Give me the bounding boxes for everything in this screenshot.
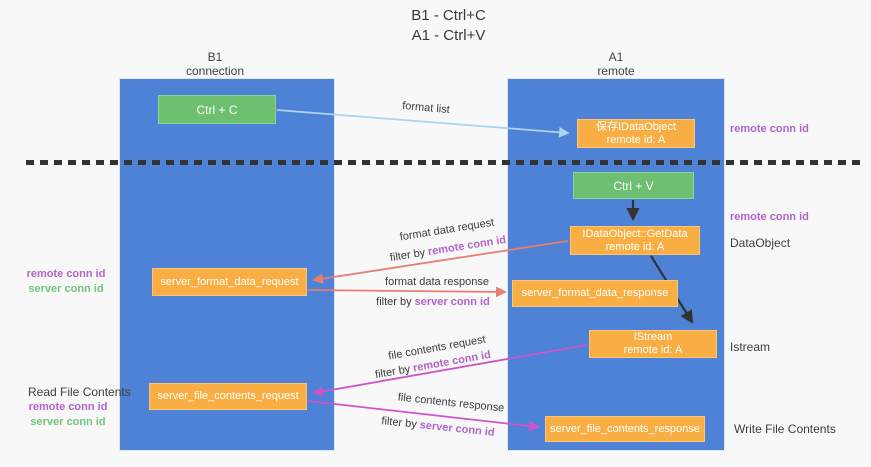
page-title-line1: B1 - Ctrl+C — [411, 7, 486, 24]
label-remote-conn-id-top: remote conn id — [730, 123, 809, 135]
lifeline-header-b1: B1 connection — [165, 50, 265, 78]
filter-by-text: filter by — [380, 415, 418, 431]
left-conn-id-group-1: remote conn id server conn id — [18, 267, 114, 297]
filter-by-text: filter by — [376, 296, 412, 308]
node-getdata-line2: remote id: A — [605, 240, 665, 253]
label-read-file-contents: Read File Contents — [28, 385, 131, 399]
node-ctrl-c-label: Ctrl + C — [196, 102, 238, 117]
label-left-remote-conn-2: remote conn id — [28, 401, 108, 413]
label-remote-conn-id-mid: remote conn id — [730, 211, 809, 223]
filter-by-text: filter by — [374, 363, 412, 382]
node-save-dataobject-line1: 保存IDataObject — [595, 120, 677, 133]
node-server-format-data-response: server_format_data_response — [512, 280, 678, 307]
filter-by-text: filter by — [389, 246, 427, 265]
node-server-file-contents-response: server_file_contents_response — [545, 416, 705, 442]
arrow-format-data-response — [307, 286, 507, 298]
node-server-file-contents-request: server_file_contents_request — [149, 383, 307, 410]
label-left-server-conn-1: server conn id — [28, 283, 104, 295]
lifeline-a1-role: remote — [597, 64, 635, 78]
node-file-response-label: server_file_contents_response — [550, 422, 700, 435]
node-ctrl-v: Ctrl + V — [573, 172, 694, 199]
page-title: B1 - Ctrl+C A1 - Ctrl+V — [13, 6, 871, 46]
node-file-request-label: server_file_contents_request — [157, 390, 299, 402]
label-left-server-conn-2: server conn id — [30, 416, 106, 428]
page-title-line2: A1 - Ctrl+V — [411, 27, 486, 44]
label-istream: Istream — [730, 340, 771, 354]
label-format-data-response: format data response — [385, 276, 489, 288]
label-left-remote-conn-1: remote conn id — [26, 268, 106, 280]
server-conn-id-text: server conn id — [419, 419, 496, 439]
server-conn-id-text: server conn id — [414, 296, 490, 308]
node-idataobject-getdata: IDataObject::GetData remote id: A — [570, 226, 700, 255]
remote-conn-id-text: remote conn id — [427, 233, 507, 259]
node-ctrl-v-label: Ctrl + V — [613, 178, 654, 193]
lifeline-header-a1: A1 remote — [566, 50, 666, 78]
node-format-response-label: server_format_data_response — [521, 287, 669, 299]
node-ctrl-c: Ctrl + C — [158, 95, 276, 124]
node-istream: IStream remote id: A — [589, 330, 717, 358]
node-save-dataobject: 保存IDataObject remote id: A — [577, 119, 695, 148]
lifeline-a1-name: A1 — [608, 50, 624, 64]
dashed-separator-line — [26, 160, 864, 165]
node-getdata-line1: IDataObject::GetData — [582, 227, 688, 240]
left-conn-id-group-2: remote conn id server conn id — [20, 400, 116, 430]
lifeline-b1-role: connection — [185, 64, 245, 78]
node-format-request-label: server_format_data_request — [160, 275, 299, 288]
label-dataobject: DataObject — [730, 236, 791, 250]
node-istream-line2: remote id: A — [623, 344, 683, 356]
label-format-list: format list — [401, 99, 451, 117]
node-save-dataobject-line2: remote id: A — [606, 133, 666, 146]
node-server-format-data-request: server_format_data_request — [152, 268, 307, 296]
node-istream-line1: IStream — [633, 331, 673, 343]
label-file-contents-response: file contents response — [397, 391, 505, 415]
label-write-file-contents: Write File Contents — [734, 422, 836, 436]
lifeline-b1-name: B1 — [207, 50, 223, 64]
